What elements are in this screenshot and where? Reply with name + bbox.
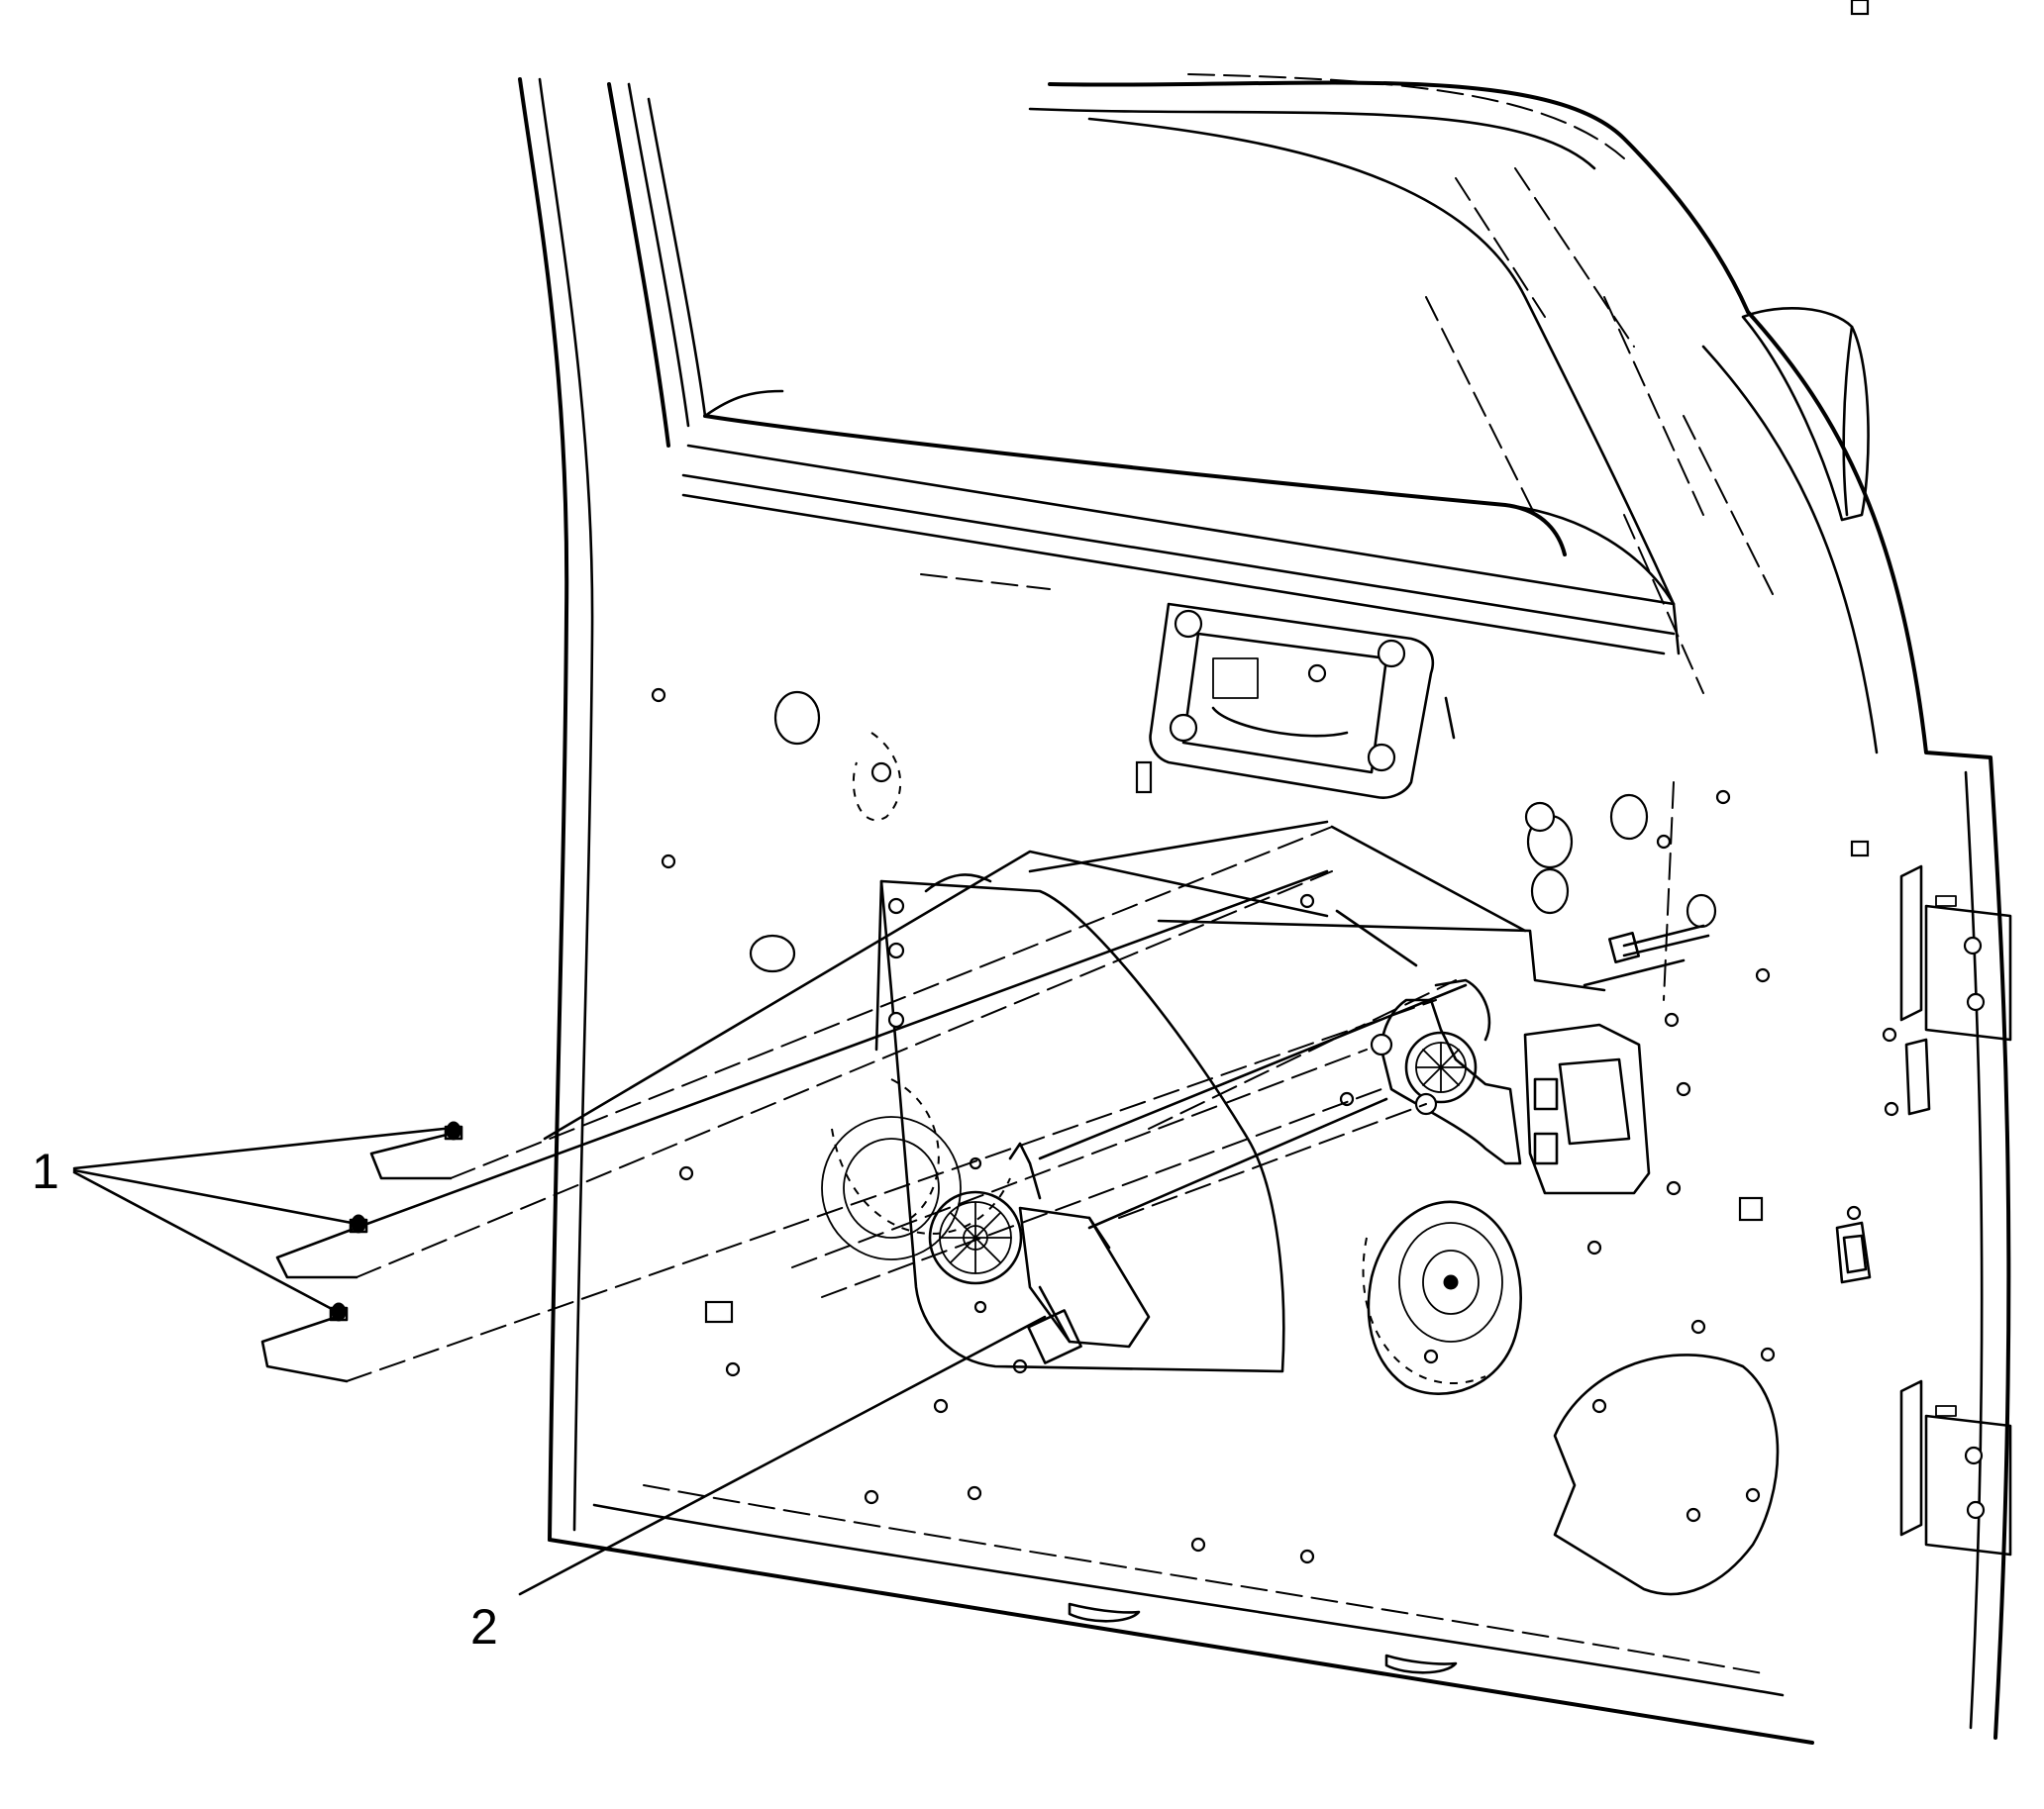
door-speaker bbox=[1362, 1200, 1522, 1395]
fastener-bolt-lower bbox=[329, 1302, 349, 1322]
door-hinge-lower bbox=[1899, 1379, 2012, 1557]
access-hole-cover bbox=[1553, 1354, 1780, 1596]
inside-door-handle bbox=[1149, 602, 1456, 799]
window-regulator-motor bbox=[928, 1142, 1151, 1364]
side-mirror bbox=[1741, 307, 1870, 522]
regulator-plate bbox=[821, 873, 1285, 1373]
window-frame bbox=[607, 82, 1681, 655]
panel-holes bbox=[651, 0, 1899, 1564]
regulator-cable-drum bbox=[1370, 978, 1651, 1195]
latch-slot bbox=[1904, 1038, 1931, 1116]
door-outer-panel bbox=[518, 73, 2011, 1745]
callout-label-1: 1 bbox=[32, 1144, 59, 1199]
fastener-bolt-middle bbox=[349, 1214, 368, 1234]
door-hinge-upper bbox=[1899, 864, 2012, 1042]
fastener-bolt-upper bbox=[444, 1121, 463, 1141]
lower-trim-clips bbox=[1068, 1602, 1458, 1674]
callout-1-leaders bbox=[72, 1127, 446, 1311]
door-check-strap bbox=[1835, 1205, 1872, 1284]
callout-label-2: 2 bbox=[470, 1599, 498, 1655]
callout-2-leader bbox=[518, 1315, 1047, 1596]
fastener-projection-lines bbox=[260, 820, 1686, 1383]
